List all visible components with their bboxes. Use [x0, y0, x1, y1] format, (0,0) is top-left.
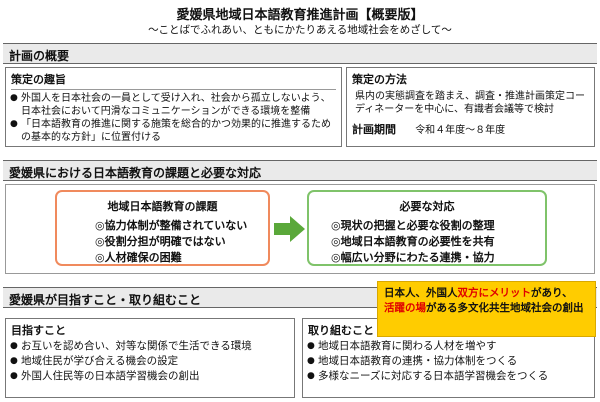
- callout-emphasis: 双方にメリット: [457, 287, 532, 299]
- method-text: 県内の実態調査を踏まえ、調査・推進計画策定コーディネーターを中心に、有識者会議等…: [355, 91, 585, 115]
- callout-text: がある多文化共生地域社会の創出: [426, 302, 584, 314]
- overview-heading: 計画の概要: [3, 43, 597, 64]
- period-value: 令和４年度〜８年度: [415, 125, 506, 136]
- aim-item: お互いを認め合い、対等な関係で生活できる環境: [10, 339, 290, 354]
- purpose-item: 「日本語教育の推進に関する施策を総合的かつ効果的に推進するための基本的な方針」に…: [10, 118, 337, 144]
- aim-item: 地域住民が学び合える機会の設定: [10, 354, 290, 369]
- callout-text: 日本人、外国人: [384, 287, 458, 299]
- purpose-box: 策定の趣旨 外国人を日本社会の一員として受け入れ、社会から孤立しないよう、日本社…: [5, 67, 342, 147]
- actions-title: 取り組むこと: [308, 324, 374, 337]
- action-item: 多様なニーズに対応する日本語学習機会をつくる: [307, 369, 590, 384]
- aims-list: お互いを認め合い、対等な関係で生活できる環境 地域住民が学び合える機会の設定 外…: [6, 338, 294, 384]
- callout-text: があり、: [531, 287, 573, 299]
- action-item: 地域日本語教育に関わる人材を増やす: [307, 339, 590, 354]
- actions-list: 地域日本語教育に関わる人材を増やす 地域日本語教育の連携・協力体制をつくる 多様…: [303, 338, 594, 384]
- challenges-box: 地域日本語教育の課題 ◎協力体制が整備されていない ◎役割分担が明確ではない ◎…: [55, 190, 270, 266]
- response-item: ◎地域日本語教育の必要性を共有: [331, 235, 495, 248]
- goal-callout: 日本人、外国人双方にメリットがあり、活躍の場がある多文化共生地域社会の創出: [377, 281, 596, 337]
- purpose-divider: [11, 89, 336, 90]
- purpose-title: 策定の趣旨: [11, 73, 66, 86]
- page-title: 愛媛県地域日本語教育推進計画【概要版】: [176, 8, 424, 23]
- purpose-list: 外国人を日本社会の一員として受け入れ、社会から孤立しないよう、日本社会において円…: [6, 90, 341, 144]
- challenge-item: ◎人材確保の困難: [95, 251, 182, 264]
- response-item: ◎現状の把握と必要な役割の整理: [331, 219, 495, 232]
- method-box: 策定の方法 県内の実態調査を踏まえ、調査・推進計画策定コーディネーターを中心に、…: [346, 67, 595, 147]
- period-row: 計画期間 令和４年度〜８年度: [347, 116, 594, 137]
- issues-heading: 愛媛県における日本語教育の課題と必要な対応: [3, 160, 597, 181]
- challenges-title: 地域日本語教育の課題: [107, 200, 218, 213]
- action-item: 地域日本語教育の連携・協力体制をつくる: [307, 354, 590, 369]
- purpose-item: 外国人を日本社会の一員として受け入れ、社会から孤立しないよう、日本社会において円…: [10, 92, 337, 118]
- page-subtitle: 〜ことばでふれあい、ともにかたりあえる地域社会をめざして〜: [148, 24, 452, 36]
- challenge-item: ◎協力体制が整備されていない: [95, 219, 248, 232]
- responses-title: 必要な対応: [399, 200, 455, 213]
- response-item: ◎幅広い分野にわたる連携・協力: [331, 251, 495, 264]
- method-title: 策定の方法: [352, 73, 407, 86]
- aims-title: 目指すこと: [11, 324, 66, 337]
- challenge-item: ◎役割分担が明確ではない: [95, 235, 226, 248]
- callout-emphasis: 活躍の場: [384, 302, 426, 314]
- responses-list: ◎現状の把握と必要な役割の整理 ◎地域日本語教育の必要性を共有 ◎幅広い分野にわ…: [309, 214, 545, 266]
- responses-box: 必要な対応 ◎現状の把握と必要な役割の整理 ◎地域日本語教育の必要性を共有 ◎幅…: [307, 190, 547, 266]
- challenges-list: ◎協力体制が整備されていない ◎役割分担が明確ではない ◎人材確保の困難: [57, 214, 268, 266]
- period-label: 計画期間: [352, 123, 396, 136]
- aims-box: 目指すこと お互いを認め合い、対等な関係で生活できる環境 地域住民が学び合える機…: [5, 318, 295, 398]
- right-arrow-icon: [274, 216, 305, 242]
- aim-item: 外国人住民等の日本語学習機会の創出: [10, 369, 290, 384]
